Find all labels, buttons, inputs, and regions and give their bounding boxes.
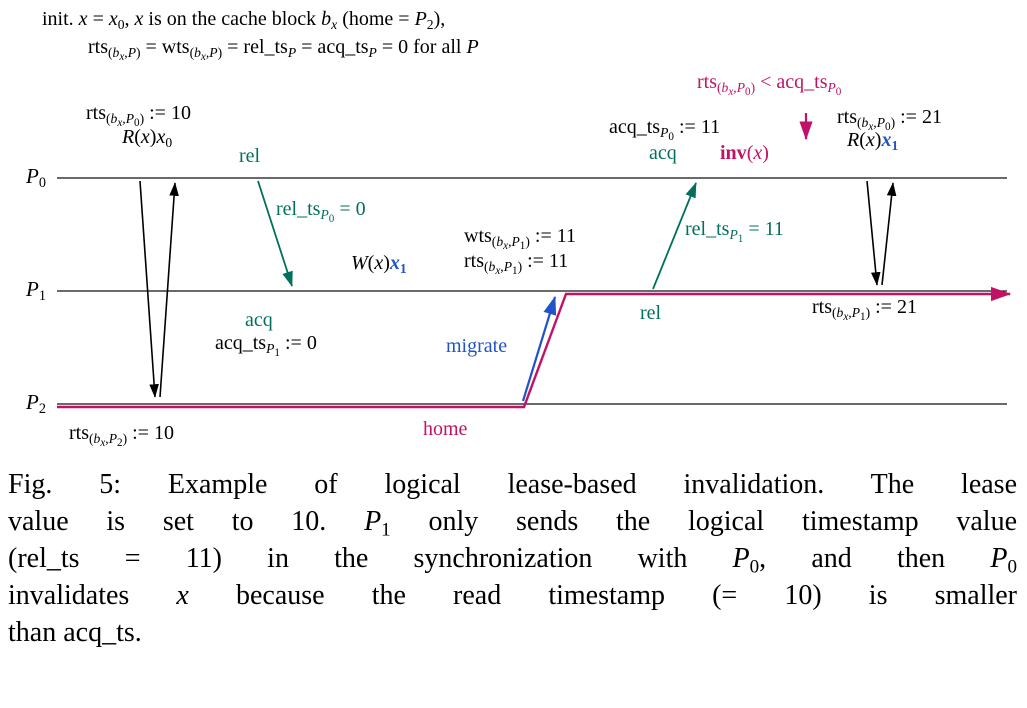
migrate-label: migrate: [446, 335, 508, 357]
read2-response-arrow: [881, 182, 897, 286]
caption-line-3: (rel_ts = 11) in the synchronization wit…: [8, 543, 1017, 578]
init-line-1: init. x = x0, x is on the cache block bx…: [42, 8, 446, 32]
migrate-arrow: [521, 295, 557, 402]
process-label-p2: P2: [26, 390, 46, 417]
process-label-p1: P1: [26, 277, 46, 304]
rel-arrow-p0-to-p1: [257, 180, 293, 287]
read2-request-arrow: [866, 180, 881, 286]
home-path: [57, 286, 1012, 409]
init-line-2: rts(bx,P) = wts(bx,P) = rel_tsP = acq_ts…: [88, 36, 479, 63]
rel-arrow-p1-to-p0: [652, 182, 697, 290]
rel-1-label: rel: [239, 145, 261, 167]
timeline-diagram: [57, 113, 1012, 409]
read-x1-label: R(x)x1: [847, 129, 899, 153]
caption-line-4: invalidates x because the read timestamp…: [8, 580, 1018, 611]
read-x0-label: R(x)x0: [122, 126, 173, 150]
invalidation-condition-label: rts(bx,P0) < acq_tsP0: [697, 71, 842, 98]
rel-ts-p1-label: rel_tsP1 = 11: [685, 218, 784, 245]
process-label-p0: P0: [26, 164, 46, 191]
rts-p0-lease-label: rts(bx,P0) := 10: [86, 102, 191, 129]
write-value: x1: [389, 252, 407, 276]
figure-caption: Fig. 5: Example of logical lease-based i…: [8, 466, 1017, 651]
acq-ts-p1-label: acq_tsP1 := 0: [215, 332, 317, 359]
acq-1-label: acq: [245, 309, 273, 331]
caption-line-1: Fig. 5: Example of logical lease-based i…: [8, 469, 1017, 500]
rts-p1-new-label: rts(bx,P1) := 21: [812, 296, 917, 323]
read1-request-arrow: [139, 180, 159, 398]
rts-p1-label: rts(bx,P1) := 11: [464, 250, 569, 277]
rts-p0-new-label: rts(bx,P0) := 21: [837, 106, 942, 133]
read-op: R(x): [847, 129, 882, 151]
write-event-label: W(x)x1: [351, 252, 407, 276]
invalidate-label: inv(x): [720, 142, 769, 164]
rel-2-label: rel: [640, 302, 662, 324]
caption-line-2: value is set to 10. P1 only sends the lo…: [8, 506, 1017, 541]
wts-p1-label: wts(bx,P1) := 11: [464, 225, 576, 252]
home-label: home: [423, 418, 468, 440]
read-value: x1: [881, 129, 899, 153]
caption-line-5: than acq_ts.: [8, 617, 142, 648]
acq-2-label: acq: [649, 142, 677, 164]
acq-ts-p0-label: acq_tsP0 := 11: [609, 116, 721, 143]
rts-p2-lease-label: rts(bx,P2) := 10: [69, 422, 174, 449]
write-op: W(x): [351, 252, 390, 274]
rel-ts-p0-label: rel_tsP0 = 0: [276, 198, 366, 225]
read1-response-arrow: [159, 182, 179, 398]
